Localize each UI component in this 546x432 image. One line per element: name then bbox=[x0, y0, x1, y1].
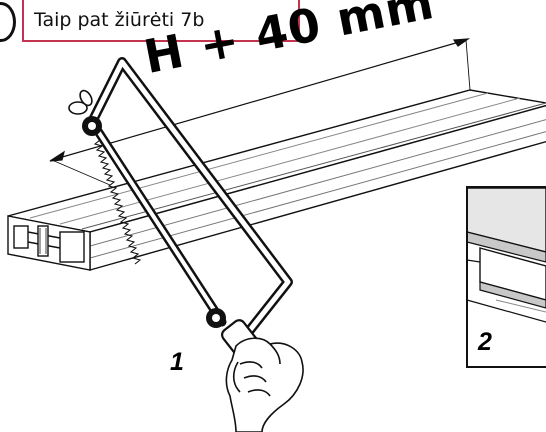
hand-icon bbox=[225, 337, 304, 432]
dimension-line bbox=[49, 38, 471, 186]
inset-frame bbox=[466, 186, 546, 368]
profile-detail-inset bbox=[466, 187, 546, 367]
note-text: Taip pat žiūrėti 7b bbox=[34, 9, 205, 31]
step-number-2: 2 bbox=[478, 328, 492, 356]
note-box: Taip pat žiūrėti 7b bbox=[22, 0, 300, 42]
hacksaw-icon bbox=[68, 57, 293, 361]
step-number-1: 1 bbox=[170, 348, 184, 376]
